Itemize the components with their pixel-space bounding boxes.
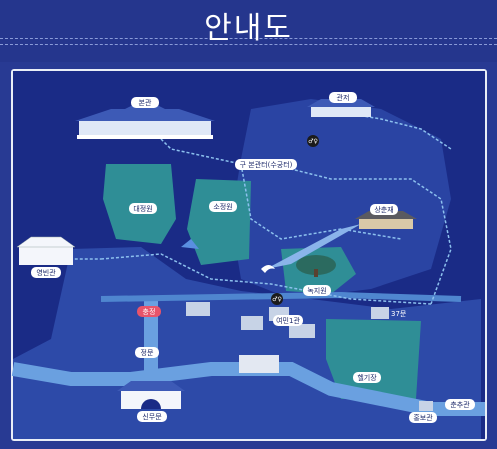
map-canvas[interactable]: ♂♀ ♂♀ 본관 관저 구 본관터(수궁터) 대정원 소정원 상춘재 영빈관 녹… (11, 69, 487, 441)
walk-path-2 (160, 138, 452, 305)
map-labels: 본관 관저 구 본관터(수궁터) 대정원 소정원 상춘재 영빈관 녹지원 여민1… (31, 92, 475, 423)
svg-text:♂♀: ♂♀ (272, 296, 282, 303)
central-road (100, 291, 462, 302)
label-gwanjeo[interactable]: 관저 (337, 93, 350, 102)
building-block (186, 302, 210, 316)
bird-icon (261, 265, 275, 273)
label-yeomin1[interactable]: 여민1관 (276, 316, 300, 325)
walk-path-1 (100, 253, 432, 305)
walk-path-3 (240, 163, 402, 240)
label-sinmumun[interactable]: 신무문 (142, 412, 162, 421)
building-block (241, 316, 263, 330)
label-hongbogwan[interactable]: 홍보관 (413, 413, 433, 422)
pond (181, 239, 199, 249)
helipad-green (326, 319, 421, 399)
stream (266, 224, 361, 269)
map-frame: ♂♀ ♂♀ 본관 관저 구 본관터(수궁터) 대정원 소정원 상춘재 영빈관 녹… (11, 69, 487, 441)
header-stripe (0, 44, 497, 45)
svg-text:♂♀: ♂♀ (308, 138, 318, 145)
label-nokjiwon[interactable]: 녹지원 (307, 286, 326, 295)
label-bongwan[interactable]: 본관 (139, 98, 152, 107)
label-jeongmun[interactable]: 정문 (141, 348, 154, 357)
label-helipad[interactable]: 헬기장 (357, 373, 377, 382)
label-37mun[interactable]: 37문 (391, 310, 407, 318)
restroom-icon: ♂♀ (271, 293, 283, 305)
sochunwon-green (187, 179, 251, 265)
page-title: 안내도 (204, 11, 293, 46)
header-banner: 안내도 (0, 0, 497, 62)
label-daejeongwon[interactable]: 대정원 (133, 204, 152, 213)
label-chunchugwan[interactable]: 춘추관 (450, 400, 470, 409)
header-stripe (0, 38, 497, 39)
building-block (289, 324, 315, 338)
bongwan-building[interactable] (75, 99, 215, 139)
building-block (419, 401, 433, 411)
label-yeongbingwan[interactable]: 영빈관 (36, 268, 56, 277)
restroom-icon: ♂♀ (307, 135, 319, 147)
label-chungsim[interactable]: 충정 (143, 307, 156, 316)
label-sochunwon[interactable]: 소정원 (213, 202, 232, 211)
tree-icon (296, 255, 336, 277)
building-block (239, 355, 279, 373)
sinmumun-gate[interactable] (117, 381, 185, 409)
label-gu-bongwanteo[interactable]: 구 본관터(수궁터) (240, 160, 293, 169)
label-sangchunjae[interactable]: 상춘재 (374, 205, 393, 214)
yeongbingwan-building[interactable] (16, 236, 76, 265)
building-block (371, 307, 389, 319)
